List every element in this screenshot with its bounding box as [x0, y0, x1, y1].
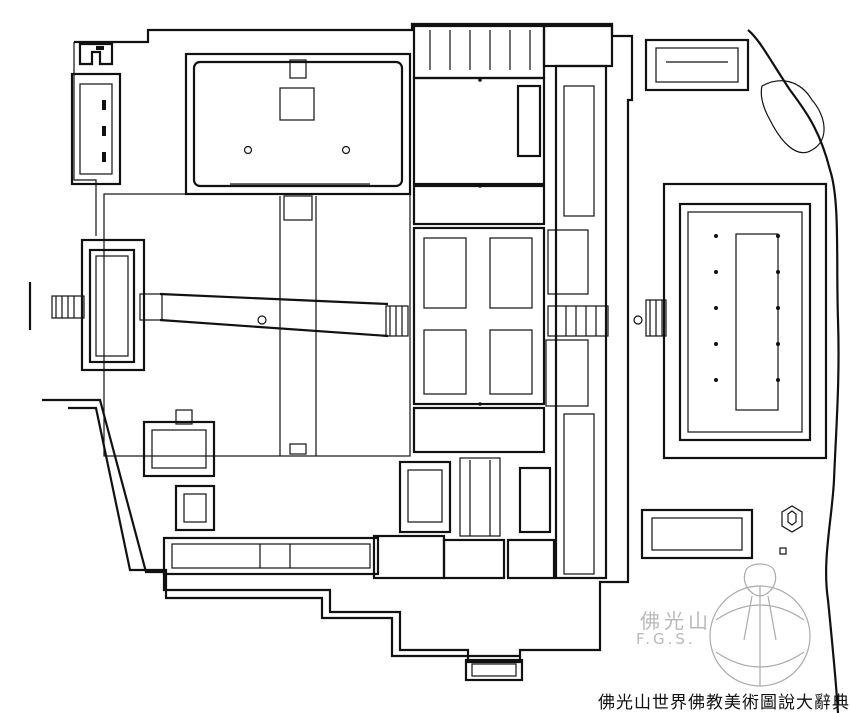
dictionary-caption: 佛光山世界佛教美術圖說大辭典 — [598, 693, 850, 713]
hillside-edge — [747, 29, 840, 713]
west-gate-pavilion — [28, 238, 163, 372]
rock-outcrop — [760, 80, 825, 154]
north-main-hall — [184, 52, 412, 196]
central-axis-walkway — [159, 292, 409, 338]
southwest-buildings — [142, 409, 380, 576]
south-central-complex — [372, 457, 556, 580]
outer-boundary — [42, 22, 634, 664]
east-great-hall — [645, 182, 828, 460]
fgs-logo-mark — [709, 563, 811, 687]
east-corridor — [542, 24, 643, 580]
watermark-name-en: F.G.S. — [636, 630, 696, 648]
northeast-pavilion — [644, 38, 750, 92]
corner-pavilion-top-left — [78, 42, 114, 66]
left-wing-hall — [70, 72, 122, 186]
central-cloister — [412, 24, 546, 454]
west-courtyard — [103, 193, 411, 457]
southeast-pavilion — [640, 505, 803, 560]
watermark-name-cn: 佛光山 — [640, 609, 712, 633]
south-gate — [464, 658, 524, 682]
